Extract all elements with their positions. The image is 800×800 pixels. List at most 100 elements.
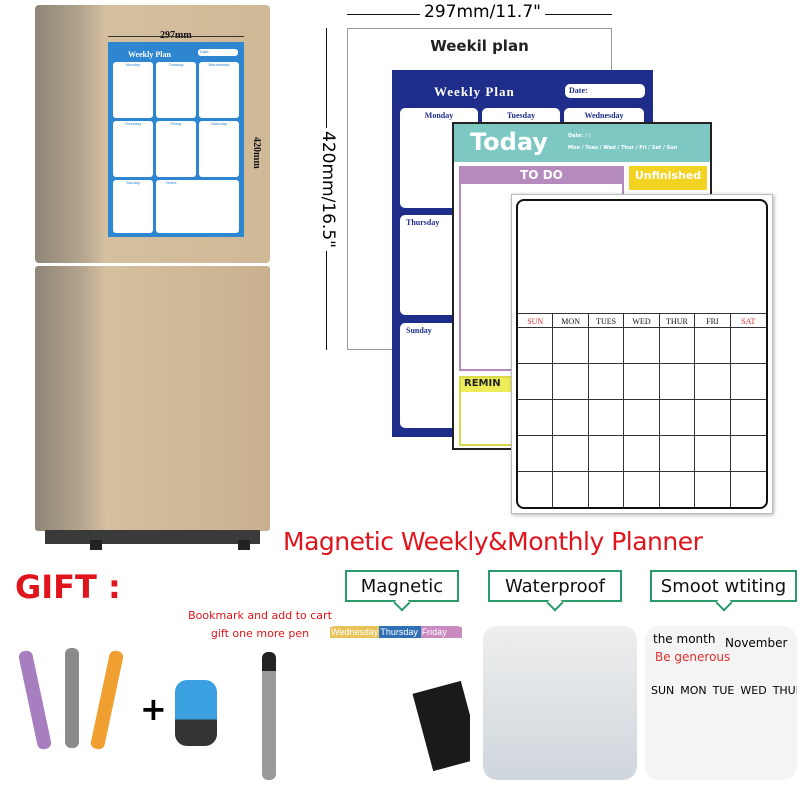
date-field: Date: (565, 84, 645, 98)
calendar-cell (695, 327, 731, 363)
bookmark-line: gift one more pen (210, 627, 310, 640)
calendar-cell (588, 327, 625, 363)
eraser-icon (175, 680, 217, 746)
calendar-cell (518, 363, 554, 399)
today-header: Today Date: / / Mon / Tues / Wed / Thur … (454, 124, 710, 162)
photo-day: Wednesday (330, 626, 380, 638)
photo-text: WED (740, 684, 767, 697)
calendar-day-header: MON (553, 313, 589, 327)
gift-label: GIFT : (15, 568, 121, 606)
sheet-title: Weekly Plan (434, 84, 515, 99)
unfinished-label: Unfinished (629, 166, 707, 190)
fridge-base (45, 530, 260, 544)
smooth-writing-photo: the month November Be generous SUN MON T… (645, 626, 797, 780)
photo-text: Be generous (655, 650, 731, 664)
calendar-cell (659, 399, 696, 435)
calendar-cell (695, 435, 731, 471)
calendar-cell (659, 435, 696, 471)
calendar-cell (659, 471, 696, 507)
poster-day: Wednesday (199, 62, 239, 118)
today-weekdays: Mon / Tues / Wed / Thur / Fri / Sat / Su… (568, 145, 678, 151)
feature-magnetic: Magnetic (345, 570, 459, 602)
magnetic-photo: Wednesday Thursday Friday (322, 626, 470, 780)
poster-height-label: 420mm (251, 135, 262, 171)
calendar-cell (624, 471, 660, 507)
photo-text: MON (680, 684, 707, 697)
poster-day: Tuesday (156, 62, 196, 118)
calendar-cell (624, 363, 660, 399)
feature-waterproof: Waterproof (488, 570, 622, 602)
magnet-sheet (412, 680, 470, 772)
remind-label: REMIN (461, 378, 517, 392)
photo-text: November (725, 636, 788, 650)
calendar-cell (730, 471, 766, 507)
calendar-cell (695, 399, 731, 435)
height-dimension-label: 420mm/16.5" (318, 128, 338, 251)
fridge-foot (90, 540, 102, 550)
photo-text: the month (653, 632, 716, 646)
calendar-cell (553, 363, 589, 399)
waterproof-photo (483, 626, 637, 780)
calendar-cell (588, 435, 625, 471)
poster-day: Saturday (199, 121, 239, 177)
marker-pen-gray (65, 648, 79, 748)
poster-day: Monday (113, 62, 153, 118)
poster-day: Friday (156, 121, 196, 177)
bookmark-line: Bookmark and add to cart (188, 609, 332, 622)
photo-day: Thursday (379, 626, 421, 638)
calendar-cell (659, 327, 696, 363)
calendar-day-header: FRI (695, 313, 731, 327)
marker-pen-orange (89, 649, 125, 751)
calendar-day-header: SUN (518, 313, 554, 327)
calendar-day-header: TUES (588, 313, 625, 327)
calendar-cell (730, 327, 766, 363)
calendar-cell (553, 471, 589, 507)
width-dimension-label: 297mm/11.7" (420, 2, 545, 22)
calendar-cell (624, 399, 660, 435)
extra-marker-pen (262, 652, 276, 780)
calendar-cell (553, 399, 589, 435)
poster-day: Thursday (113, 121, 153, 177)
calendar-cell (518, 327, 554, 363)
todo-label: TO DO (461, 168, 622, 184)
calendar-cell (730, 363, 766, 399)
poster-width-label: 297mm (160, 30, 192, 41)
marker-pen-purple (17, 649, 53, 751)
calendar-cell (695, 363, 731, 399)
calendar-day-header: SAT (730, 313, 766, 327)
calendar-cell (659, 363, 696, 399)
today-title: Today (470, 128, 548, 156)
calendar-cell (624, 435, 660, 471)
poster-title: Weekly Plan (128, 50, 171, 59)
calendar-cell (518, 435, 554, 471)
calendar-cell (553, 327, 589, 363)
poster-date: Date: (198, 49, 238, 56)
calendar-cell (553, 435, 589, 471)
calendar-day-header: WED (624, 313, 660, 327)
fridge-bottom-door (35, 266, 270, 531)
photo-day: Friday (420, 626, 462, 638)
feature-smooth-writing: Smoot wtiting (650, 570, 797, 602)
sheet-title: Weekil plan (430, 37, 529, 55)
fridge-foot (238, 540, 250, 550)
headline: Magnetic Weekly&Monthly Planner (283, 527, 703, 556)
poster-notes: Notes (156, 180, 239, 233)
calendar-day-header: THUR (659, 313, 696, 327)
calendar-cell (588, 471, 625, 507)
calendar-cell (518, 471, 554, 507)
calendar-cell (730, 435, 766, 471)
photo-text: THURS (772, 684, 797, 697)
photo-text: TUE (712, 684, 735, 697)
calendar-cell (624, 327, 660, 363)
calendar-cell (588, 399, 625, 435)
today-date: Date: / / (568, 133, 591, 139)
calendar-cell (588, 363, 625, 399)
plus-sign: + (140, 690, 167, 728)
poster-day: Sunday (113, 180, 153, 233)
bookmark-note: Bookmark and add to cart gift one more p… (170, 607, 350, 643)
dimension-line (108, 36, 244, 37)
calendar-cell (730, 399, 766, 435)
photo-text: SUN (651, 684, 675, 697)
